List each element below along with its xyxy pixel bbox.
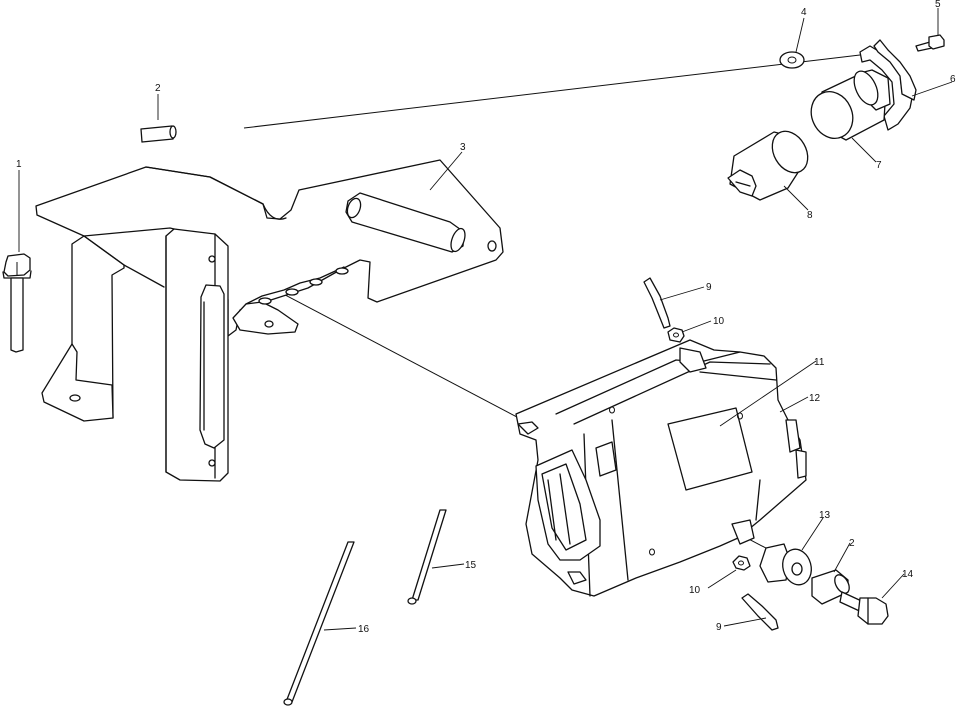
- callout-2-top: 2: [155, 83, 161, 94]
- part-8-boot: [727, 130, 809, 201]
- part-15-short-rod: [407, 509, 447, 605]
- leader-lines: [18, 8, 953, 631]
- part-2-pin-top: [140, 125, 177, 143]
- callout-7: 7: [876, 160, 882, 171]
- part-7-cylinder: [810, 69, 891, 141]
- callout-16: 16: [358, 624, 370, 635]
- part-16-long-rod: [283, 541, 355, 706]
- part-5-screw: [915, 34, 945, 52]
- part-10-nut-bottom: [732, 555, 751, 571]
- part-9-wire-bottom: [741, 593, 779, 631]
- callout-10-bottom: 10: [689, 585, 701, 596]
- part-4-washer: [779, 51, 805, 69]
- callout-5: 5: [935, 0, 941, 10]
- callout-14: 14: [902, 569, 914, 580]
- callout-4: 4: [801, 7, 807, 18]
- part-2-spacer-bottom: [811, 569, 850, 605]
- callout-12: 12: [809, 393, 821, 404]
- callout-9-top: 9: [706, 282, 712, 293]
- part-13-grommet: [759, 543, 812, 586]
- part-1-flange-bolt: [2, 253, 32, 353]
- callout-1: 1: [16, 159, 22, 170]
- callout-6: 6: [950, 74, 956, 85]
- callout-3: 3: [460, 142, 466, 153]
- callout-8: 8: [807, 210, 813, 221]
- part-10-nut-top: [667, 327, 685, 343]
- part-3-mounting-bracket: [35, 159, 504, 482]
- part-12-control-module: [515, 339, 807, 597]
- callout-11: 11: [814, 357, 825, 368]
- callout-labels: 1 2 3 4 5 6 7 8 9 10 11 12 13 2 10 14 9 …: [16, 0, 956, 635]
- callout-15: 15: [465, 560, 477, 571]
- callout-10-top: 10: [713, 316, 725, 327]
- callout-9-bottom: 9: [716, 622, 722, 633]
- callout-13: 13: [819, 510, 831, 521]
- callout-2-bottom: 2: [849, 538, 855, 549]
- part-14-hex-bolt: [839, 591, 889, 625]
- part-9-wire-top: [643, 277, 671, 329]
